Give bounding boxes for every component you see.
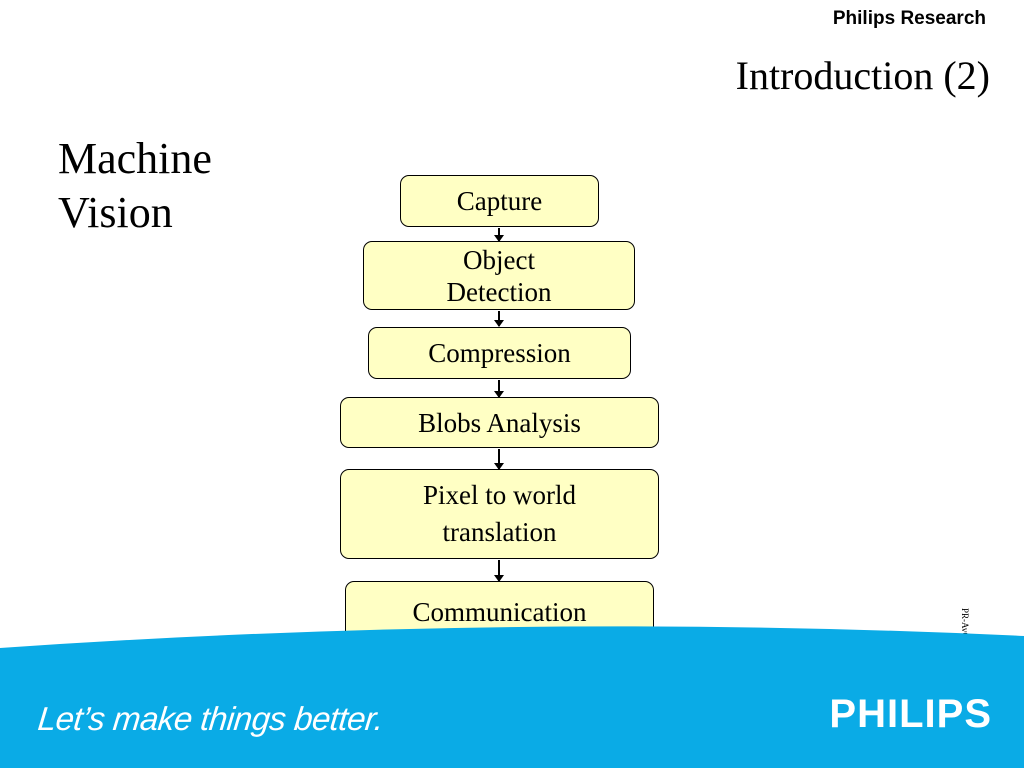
header-brand: Philips Research — [832, 8, 986, 29]
flow-step-label: Compression — [428, 338, 571, 368]
section-title: Machine Vision — [58, 132, 212, 240]
flow-step-label: translation — [442, 517, 557, 547]
flow-connector — [494, 449, 504, 470]
slide-title: Introduction (2) — [735, 53, 990, 98]
section-title-line-2: Vision — [58, 188, 173, 237]
footer-tagline: Let’s make things better. — [36, 700, 386, 737]
flow-step-label: Detection — [446, 276, 552, 307]
flow-connector — [494, 228, 504, 242]
flow-step-capture: Capture — [400, 175, 599, 227]
flow-step-label: Communication — [412, 596, 587, 627]
flow-step-object-detection: Object Detection — [363, 241, 635, 310]
flow-step-label: Capture — [456, 186, 543, 216]
flow-connector — [494, 560, 504, 582]
footer-brand-wordmark: PHILIPS — [829, 692, 992, 736]
flow-connector — [494, 380, 504, 398]
flow-step-communication: Communication — [345, 581, 654, 642]
flow-step-label: Blobs Analysis — [418, 407, 581, 438]
flow-step-pixel-to-world: Pixel to world translation — [340, 469, 659, 559]
section-title-line-1: Machine — [58, 134, 212, 183]
flow-step-label: Pixel to world — [423, 480, 576, 510]
flow-step-blobs-analysis: Blobs Analysis — [340, 397, 659, 448]
flow-diagram: Capture Object Detection Compression Blo… — [340, 175, 659, 642]
flow-connector — [494, 311, 504, 327]
slide-code: PR-AvG-4 — [960, 608, 970, 647]
flow-step-compression: Compression — [368, 327, 631, 379]
flow-step-label: Object — [463, 244, 535, 275]
